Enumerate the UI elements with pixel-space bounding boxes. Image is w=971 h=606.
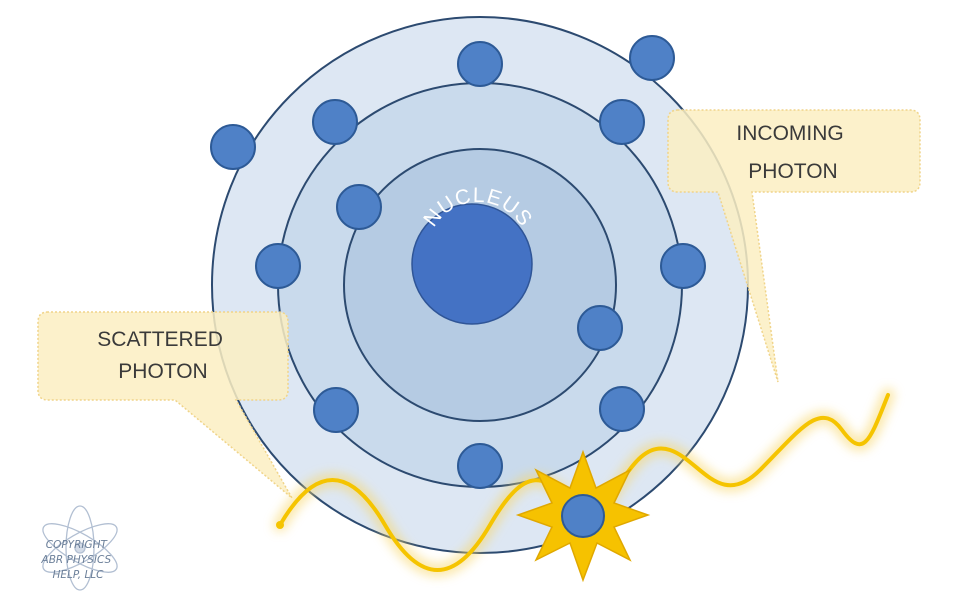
electron	[457, 41, 503, 87]
electron	[255, 243, 301, 289]
copyright-line-1: COPYRIGHT	[46, 539, 109, 551]
electron	[313, 387, 359, 433]
svg-text:COPYRIGHT ABR PHYSICS: COPYRIGHT ABR PHYSICS HELP, LLC	[41, 539, 115, 581]
incoming-photon-callout	[667, 109, 921, 383]
atom-icon	[42, 505, 118, 591]
electron	[312, 99, 358, 145]
electron	[660, 243, 706, 289]
scattered-photon-callout	[37, 311, 293, 499]
copyright-watermark: COPYRIGHT ABR PHYSICS HELP, LLC	[41, 505, 118, 591]
electrons	[210, 35, 706, 489]
electron	[599, 99, 645, 145]
electron	[457, 443, 503, 489]
incoming-photon-label: INCOMING PHOTON	[736, 122, 849, 183]
electron	[599, 386, 645, 432]
scattered-photon-label: SCATTERED PHOTON	[97, 328, 228, 383]
copyright-line-3: HELP, LLC	[53, 569, 105, 581]
incoming-line-1: INCOMING	[736, 122, 843, 145]
scattered-line-2: PHOTON	[118, 360, 207, 383]
struck-electron	[561, 494, 605, 538]
incoming-photon-wave	[593, 388, 895, 519]
electron	[577, 305, 623, 351]
nucleus	[411, 203, 533, 325]
scattered-photon-wave	[273, 473, 587, 577]
electron	[629, 35, 675, 81]
scattered-line-1: SCATTERED	[97, 328, 223, 351]
incoming-line-2: PHOTON	[748, 160, 837, 183]
electron	[210, 124, 256, 170]
electron	[336, 184, 382, 230]
copyright-line-2: ABR PHYSICS	[41, 554, 112, 566]
